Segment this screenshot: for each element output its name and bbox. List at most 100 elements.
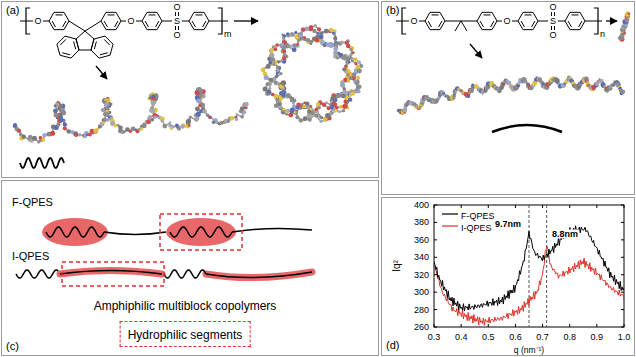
atom — [332, 101, 335, 104]
atom — [96, 128, 99, 131]
atom — [266, 82, 270, 86]
atom — [320, 31, 324, 35]
methyl-bond — [461, 21, 467, 31]
atom — [275, 44, 278, 47]
atom — [316, 32, 319, 35]
double-bond — [149, 14, 156, 15]
x-tick — [461, 324, 462, 327]
double-bond — [428, 21, 432, 27]
x-tick-label: 0.3 — [428, 333, 441, 342]
atom — [60, 104, 65, 109]
polymer-bracket — [26, 8, 30, 34]
double-bond — [178, 26, 179, 30]
atom — [357, 69, 362, 74]
atom — [296, 102, 300, 106]
atom — [336, 93, 341, 98]
atom — [160, 120, 163, 123]
polymer-bracket — [218, 8, 222, 34]
double-bond — [480, 21, 484, 27]
atom — [281, 49, 286, 54]
atom — [622, 90, 626, 94]
double-bond — [60, 39, 66, 45]
atom — [298, 32, 303, 37]
benzo-ring — [57, 36, 79, 58]
atom — [346, 73, 349, 76]
atom — [149, 108, 154, 113]
atom — [339, 105, 343, 109]
x-tick-label: 0.4 — [455, 333, 468, 342]
atom — [315, 109, 319, 113]
x-tick-label: 0.6 — [509, 333, 522, 342]
atom — [292, 47, 297, 52]
molecule-backbone — [620, 13, 629, 39]
atom — [270, 53, 275, 58]
atom — [281, 110, 285, 114]
atom — [308, 118, 312, 122]
repeat-subscript: n — [600, 30, 605, 39]
atom — [230, 116, 234, 120]
panel-label: (a) — [6, 5, 19, 16]
atom — [349, 46, 354, 51]
atom — [176, 126, 179, 129]
atom — [263, 72, 266, 75]
atom-label: O — [127, 17, 134, 26]
atom — [169, 122, 171, 124]
y-tick — [434, 292, 437, 293]
atom — [282, 108, 285, 111]
atom — [341, 83, 346, 88]
atom — [349, 76, 353, 80]
atom — [297, 38, 300, 41]
atom — [50, 131, 55, 136]
x-tick — [488, 324, 489, 327]
atom — [309, 25, 313, 29]
atom — [286, 32, 289, 35]
legend-text: Hydrophilic segments — [128, 328, 243, 342]
atom — [354, 62, 357, 65]
y-tick-label: 280 — [414, 305, 429, 314]
atom — [67, 129, 72, 134]
double-bond — [94, 41, 96, 49]
atom — [307, 109, 311, 113]
double-bond — [491, 21, 495, 27]
atom — [343, 88, 346, 91]
atom-label: O — [173, 3, 180, 12]
atom — [209, 116, 212, 119]
legend-dashed-box: Hydrophilic segments — [120, 321, 251, 347]
atom — [330, 96, 335, 101]
figure-panel: (a) — [1, 1, 379, 178]
atom-label: O — [549, 3, 556, 12]
atom — [153, 115, 157, 119]
double-bond — [525, 14, 532, 15]
double-bond — [532, 21, 536, 27]
atom — [474, 84, 478, 88]
atom — [100, 122, 105, 127]
atom — [330, 99, 333, 102]
x-tick — [596, 324, 597, 327]
atom — [285, 55, 289, 59]
atom-label: S — [550, 17, 556, 26]
atom — [280, 42, 284, 46]
atom — [347, 45, 350, 48]
atom — [349, 48, 352, 51]
molecule-backbone — [15, 89, 246, 142]
bond — [512, 21, 518, 22]
atom — [235, 113, 238, 116]
atom — [625, 12, 630, 17]
atom — [196, 99, 201, 104]
atom — [199, 105, 202, 108]
atom — [269, 48, 274, 53]
benzene-ring — [518, 12, 538, 29]
atom — [299, 33, 303, 37]
atom — [187, 118, 191, 122]
atom — [274, 47, 278, 51]
y-tick — [434, 239, 437, 240]
bisphenol-structure — [396, 8, 630, 132]
atom — [333, 53, 338, 58]
atom — [319, 120, 322, 123]
double-bond — [175, 12, 176, 16]
atom — [63, 122, 67, 126]
atom — [294, 45, 297, 48]
atom — [343, 100, 347, 104]
x-tick — [624, 205, 625, 208]
atom-label: S — [174, 17, 180, 26]
